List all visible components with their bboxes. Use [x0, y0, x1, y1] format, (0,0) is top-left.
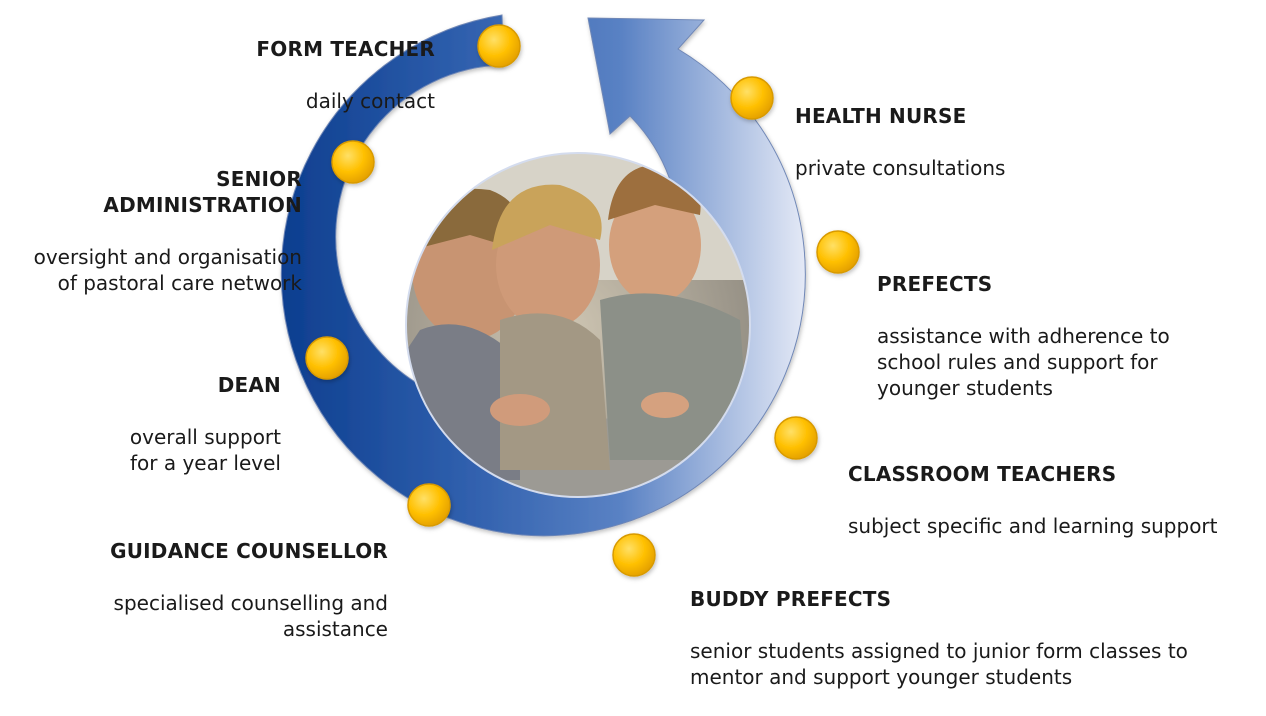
label-desc: specialised counselling and assistance: [113, 591, 388, 641]
label-desc: oversight and organisation of pastoral c…: [33, 245, 302, 295]
node-form-teacher: [477, 24, 521, 68]
label-desc: senior students assigned to junior form …: [690, 639, 1188, 689]
node-classroom-teachers: [774, 416, 818, 460]
label-desc: daily contact: [305, 89, 435, 113]
label-title: HEALTH NURSE: [795, 104, 967, 128]
label-form-teacher: FORM TEACHER daily contact: [256, 10, 435, 140]
label-senior-administration: SENIOR ADMINISTRATION oversight and orga…: [34, 140, 302, 322]
label-title: CLASSROOM TEACHERS: [848, 462, 1117, 486]
node-dean: [305, 336, 349, 380]
label-guidance-counsellor: GUIDANCE COUNSELLOR specialised counsell…: [110, 512, 388, 668]
label-desc: assistance with adherence to school rule…: [877, 324, 1170, 400]
node-buddy-prefects: [612, 533, 656, 577]
label-desc: private consultations: [795, 156, 1006, 180]
node-health-nurse: [730, 76, 774, 120]
label-title: BUDDY PREFECTS: [690, 587, 892, 611]
label-prefects: PREFECTS assistance with adherence to sc…: [877, 245, 1170, 427]
label-dean: DEAN overall support for a year level: [130, 346, 281, 502]
label-desc: overall support for a year level: [129, 425, 281, 475]
label-classroom-teachers: CLASSROOM TEACHERS subject specific and …: [848, 435, 1218, 565]
label-buddy-prefects: BUDDY PREFECTS senior students assigned …: [690, 560, 1188, 716]
label-desc: subject specific and learning support: [848, 514, 1218, 538]
pastoral-care-cycle-diagram: [280, 14, 860, 577]
node-senior-administration: [331, 140, 375, 184]
label-health-nurse: HEALTH NURSE private consultations: [795, 77, 1005, 207]
node-guidance-counsellor: [407, 483, 451, 527]
label-title: SENIOR ADMINISTRATION: [103, 167, 302, 217]
label-title: PREFECTS: [877, 272, 993, 296]
label-title: FORM TEACHER: [256, 37, 435, 61]
node-prefects: [816, 230, 860, 274]
label-title: GUIDANCE COUNSELLOR: [110, 539, 388, 563]
label-title: DEAN: [217, 373, 281, 397]
